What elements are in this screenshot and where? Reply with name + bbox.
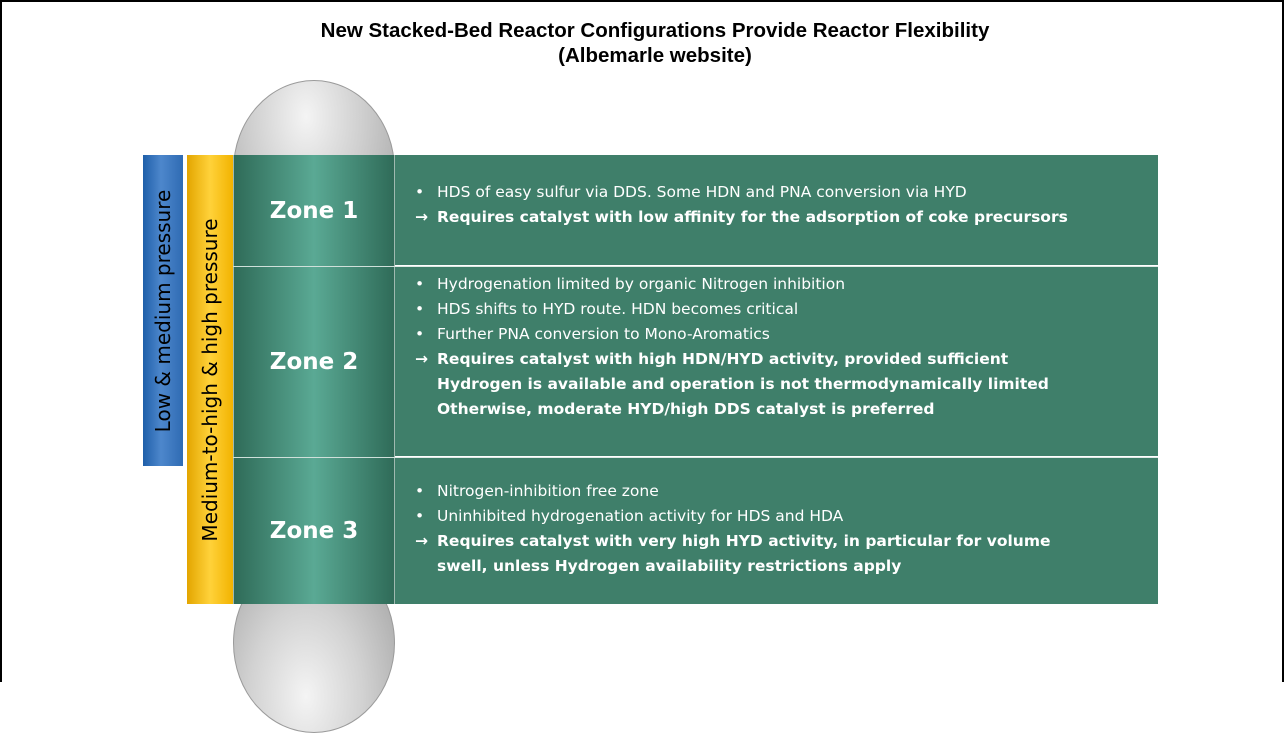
requirement-text: Hydrogen is available and operation is n… — [437, 375, 1049, 393]
arrow-icon: → — [415, 532, 428, 550]
zone-2-description-band — [395, 266, 1158, 456]
requirement-item: → Requires catalyst with low affinity fo… — [415, 205, 1068, 230]
zone-1-description-band — [395, 155, 1158, 265]
bullet-icon: • — [415, 325, 425, 343]
bullet-item: • HDS shifts to HYD route. HDN becomes c… — [415, 297, 1049, 322]
requirement-text: Requires catalyst with very high HYD act… — [437, 532, 1051, 550]
bullet-icon: • — [415, 300, 425, 318]
bullet-text: Further PNA conversion to Mono-Aromatics — [437, 325, 770, 343]
slide-frame — [0, 0, 1284, 682]
bullet-item: • Uninhibited hydrogenation activity for… — [415, 504, 1050, 529]
zone-3-text: • Nitrogen-inhibition free zone • Uninhi… — [415, 479, 1050, 579]
zone-2-label: Zone 2 — [233, 266, 395, 457]
bullet-item: • HDS of easy sulfur via DDS. Some HDN a… — [415, 180, 1068, 205]
bullet-icon: • — [415, 482, 425, 500]
low-medium-pressure-bar — [143, 155, 183, 466]
bullet-text: Hydrogenation limited by organic Nitroge… — [437, 275, 846, 293]
bullet-text: Uninhibited hydrogenation activity for H… — [437, 507, 844, 525]
arrow-icon: → — [415, 208, 428, 226]
requirement-text: Requires catalyst with high HDN/HYD acti… — [437, 350, 1009, 368]
bullet-text: HDS of easy sulfur via DDS. Some HDN and… — [437, 183, 967, 201]
bullet-text: Nitrogen-inhibition free zone — [437, 482, 659, 500]
medium-high-pressure-label: Medium-to-high & high pressure — [198, 218, 222, 542]
bullet-item: • Nitrogen-inhibition free zone — [415, 479, 1050, 504]
title-line-1: New Stacked-Bed Reactor Configurations P… — [320, 19, 990, 42]
low-medium-pressure-label: Low & medium pressure — [151, 189, 175, 433]
zone-3-description-band — [395, 457, 1158, 604]
zone-3-label: Zone 3 — [233, 457, 395, 604]
requirement-item: → Requires catalyst with high HDN/HYD act… — [415, 347, 1049, 422]
medium-high-pressure-bar — [187, 155, 233, 604]
bullet-icon: • — [415, 275, 425, 293]
requirement-text: Requires catalyst with low affinity for … — [437, 208, 1068, 226]
bullet-text: HDS shifts to HYD route. HDN becomes cri… — [437, 300, 799, 318]
title-line-2: (Albemarle website) — [558, 44, 752, 67]
bullet-item: • Further PNA conversion to Mono-Aromati… — [415, 322, 1049, 347]
bullet-icon: • — [415, 507, 425, 525]
requirement-text: Otherwise, moderate HYD/high DDS catalys… — [437, 400, 935, 418]
requirement-text: swell, unless Hydrogen availability rest… — [437, 557, 902, 575]
bullet-item: • Hydrogenation limited by organic Nitro… — [415, 272, 1049, 297]
arrow-icon: → — [415, 350, 428, 368]
zone-2-text: • Hydrogenation limited by organic Nitro… — [415, 272, 1049, 422]
bullet-icon: • — [415, 183, 425, 201]
reactor-column — [233, 155, 395, 604]
requirement-item: → Requires catalyst with very high HYD ac… — [415, 529, 1050, 579]
zone-1-text: • HDS of easy sulfur via DDS. Some HDN a… — [415, 180, 1068, 230]
slide-title: New Stacked-Bed Reactor Configurations P… — [0, 18, 1286, 68]
zone-1-label: Zone 1 — [269, 197, 359, 224]
